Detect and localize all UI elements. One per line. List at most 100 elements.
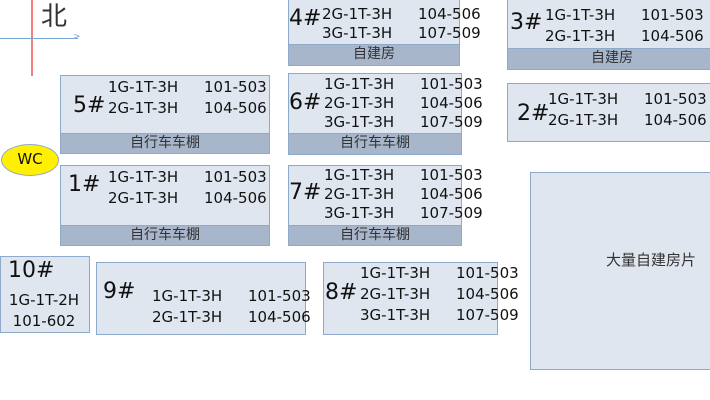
unit-row: 1G-1T-3H 101-503 [545,5,704,26]
unit-code: 1G-1T-3H [545,6,616,24]
room-range: 107-509 [418,24,481,42]
unit-row: 1G-1T-3H 101-503 [324,75,483,94]
building-annex-bar: 自行车车棚 [60,225,270,246]
unit-row: 2G-1T-3H 104-506 [152,307,311,328]
room-range: 101-503 [644,90,707,108]
unit-code: 2G-1T-3H [548,111,619,129]
unit-row: 101-602 [0,311,90,332]
unit-code: 2G-1T-3H [324,94,395,112]
building-7 [288,165,462,226]
unit-row: 2G-1T-3H 104-506 [322,5,481,24]
unit-row: 1G-1T-2H [0,290,90,311]
unit-row: 1G-1T-3H 101-503 [108,77,267,98]
unit-row: 2G-1T-3H 104-506 [108,98,267,119]
building-number: 1# [68,172,101,197]
building-number: 6# [289,90,322,115]
building-annex-bar: 自建房 [288,44,460,66]
unit-code: 1G-1T-3H [360,264,431,282]
room-range: 107-509 [420,204,483,222]
unit-code: 2G-1T-3H [322,5,393,23]
building-number: 5# [73,93,106,118]
building-9 [96,262,306,335]
building-10 [0,256,90,333]
room-range: 101-503 [248,287,311,305]
room-range: 101-503 [204,78,267,96]
unit-list: 1G-1T-3H 101-503 2G-1T-3H 104-506 [545,5,704,47]
unit-row: 3G-1T-3H 107-509 [324,204,483,223]
unit-code: 2G-1T-3H [324,185,395,203]
unit-code: 1G-1T-3H [324,75,395,93]
room-range: 101-503 [418,0,481,5]
unit-row: 1G-1T-3H 101-503 [324,166,483,185]
big-area-label: 大量自建房片 [606,251,697,269]
building-annex-bar: 自行车车棚 [288,225,462,246]
unit-code: 2G-1T-3H [108,189,179,207]
building-number: 7# [289,180,322,205]
room-range: 104-506 [644,111,707,129]
building-1 [60,165,270,226]
room-range: 101-503 [456,264,519,282]
building-3 [507,0,710,49]
unit-code: 101-602 [12,312,76,330]
wc-marker: WC [1,144,59,176]
unit-code: 3G-1T-3H [322,24,393,42]
unit-code: 1G-1T-3H [108,78,179,96]
room-range: 107-509 [456,306,519,324]
unit-row: 2G-1T-3H 104-506 [545,26,704,47]
unit-code: 1G-1T-2H [8,291,80,309]
room-range: 104-506 [204,189,267,207]
north-label: 北 [41,2,68,32]
unit-code: 1G-1T-3H [322,0,418,5]
unit-list: 1G-1T-3H 101-503 2G-1T-3H 104-506 [108,77,267,119]
room-range: 107-509 [420,113,483,131]
room-range: 101-503 [420,166,483,184]
unit-row: 2G-1T-3H 104-506 [324,94,483,113]
room-range: 104-506 [641,27,704,45]
unit-row: 3G-1T-3H 107-509 [322,24,481,43]
building-annex-bar: 自建房 [507,48,710,70]
unit-code: 3G-1T-3H [324,204,395,222]
unit-list: 1G-1T-3H 101-503 2G-1T-3H 104-506 3G-1T-3H 10… [324,75,483,132]
unit-row: 2G-1T-3H 104-506 [548,110,707,131]
unit-code: 1G-1T-3H [152,287,223,305]
room-range: 104-506 [456,285,519,303]
room-range: 101-503 [641,6,704,24]
unit-row: 2G-1T-3H 104-506 [360,284,519,305]
unit-row: 2G-1T-3H 104-506 [324,185,483,204]
room-range: 104-506 [420,185,483,203]
building-number: 3# [510,10,543,35]
room-range: 104-506 [204,99,267,117]
room-range: 101-503 [420,75,483,93]
building-2 [507,83,710,142]
room-range: 104-506 [420,94,483,112]
unit-code: 1G-1T-3H [324,166,395,184]
room-range: 104-506 [248,308,311,326]
unit-code: 2G-1T-3H [360,285,431,303]
unit-row: 3G-1T-3H 107-509 [324,113,483,132]
unit-code: 3G-1T-3H [324,113,395,131]
unit-code: 2G-1T-3H [108,99,179,117]
unit-code: 1G-1T-3H [108,168,179,186]
building-number: 4# [289,6,322,31]
room-range: 104-506 [418,5,481,23]
unit-list: 1G-1T-3H 101-503 2G-1T-3H 104-506 [152,286,311,328]
arrow-head-icon: > [73,32,81,42]
self-built-housing-area: 大量自建房片 [530,172,710,370]
building-4 [288,0,460,45]
unit-row: 2G-1T-3H 104-506 [108,188,267,209]
unit-code: 2G-1T-3H [152,308,223,326]
north-arrow [0,38,78,39]
unit-list: 1G-1T-3H 101-503 2G-1T-3H 104-506 3G-1T-3H 10… [324,166,483,223]
building-annex-bar: 自行车车棚 [288,133,462,155]
unit-row: 1G-1T-3H 101-503 [152,286,311,307]
building-number: 8# [325,280,358,305]
unit-code: 2G-1T-3H [545,27,616,45]
building-number: 9# [103,279,136,304]
building-number: 2# [517,101,550,126]
building-annex-bar: 自行车车棚 [60,133,270,154]
